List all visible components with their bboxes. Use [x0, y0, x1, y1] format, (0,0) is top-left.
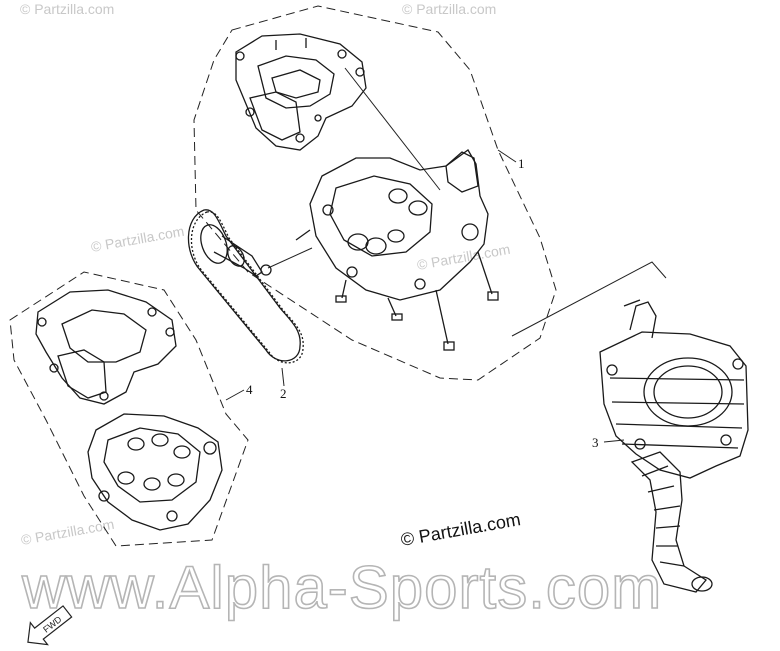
cylinder-head — [295, 149, 499, 351]
copyright-label: © Partzilla.com — [399, 509, 522, 550]
upper-head-cover — [235, 33, 367, 151]
leader-1-tag — [497, 149, 517, 163]
watermark-bottom-left: © Partzilla.com — [20, 516, 116, 548]
watermark-top-left: © Partzilla.com — [20, 1, 114, 17]
camshaft — [200, 224, 272, 277]
watermark-mid-left: © Partzilla.com — [90, 223, 186, 255]
intake-hose — [630, 451, 713, 593]
leader-3 — [603, 439, 625, 443]
leader-2 — [281, 367, 285, 387]
leader-4 — [225, 389, 245, 401]
callout-3: 3 — [592, 435, 599, 450]
cylinder-block — [599, 299, 749, 479]
timing-chain — [187, 209, 304, 364]
leader-group-to-cylinder — [511, 261, 667, 337]
callout-2: 2 — [280, 386, 287, 401]
watermark-top-center: © Partzilla.com — [402, 1, 496, 17]
banner-watermark: www.Alpha-Sports.com — [21, 554, 662, 621]
left-cylinder-head — [87, 413, 223, 531]
left-head-cover — [35, 289, 177, 405]
leader-chain-cyl — [267, 247, 313, 269]
group-1-boundary — [193, 5, 557, 381]
callout-4: 4 — [246, 382, 253, 397]
callout-1: 1 — [518, 156, 525, 171]
group-4-boundary — [9, 271, 249, 547]
leader-1 — [344, 67, 441, 191]
